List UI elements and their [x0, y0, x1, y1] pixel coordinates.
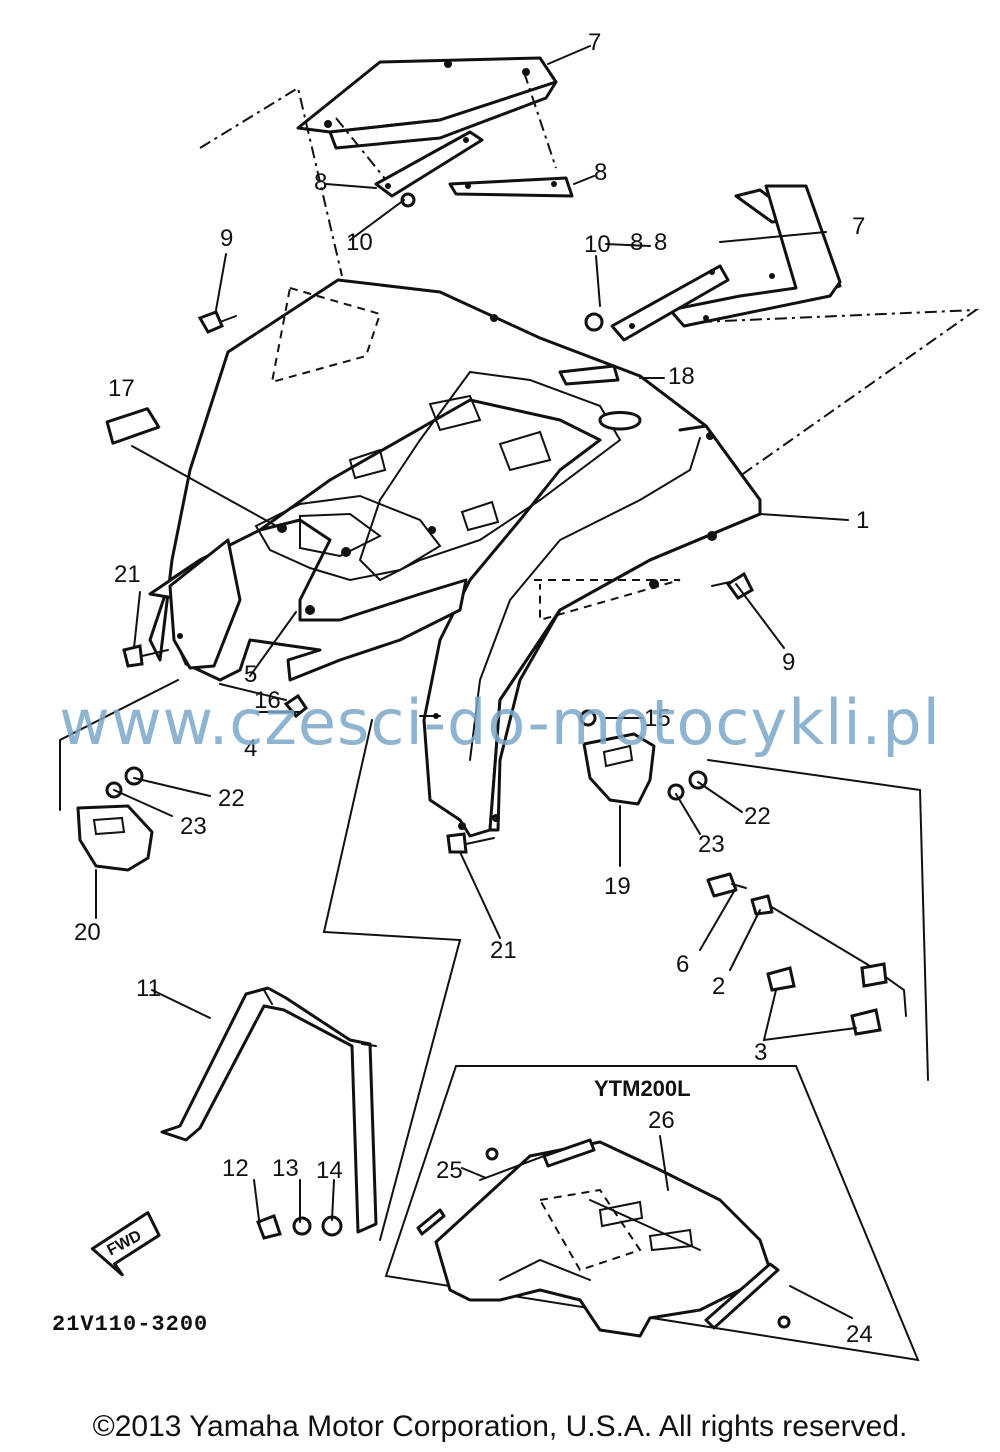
callout-22-left: 22 — [218, 785, 245, 812]
grab-bar — [160, 986, 378, 1234]
callout-24: 24 — [846, 1321, 873, 1348]
callout-22-right: 22 — [744, 803, 771, 830]
bolt-12 — [256, 1214, 282, 1240]
callout-21-bottom: 21 — [490, 937, 517, 964]
nut-10-top — [400, 192, 416, 208]
fastener-15 — [579, 709, 597, 727]
clamp-3b — [850, 1008, 882, 1036]
callout-17: 17 — [108, 375, 135, 402]
callout-26: 26 — [648, 1107, 675, 1134]
fwd-arrow: FWD — [90, 1211, 161, 1277]
callout-7-right: 7 — [852, 213, 865, 240]
callout-23-left: 23 — [180, 813, 207, 840]
wire-connector-6 — [706, 872, 747, 898]
callout-2: 2 — [712, 973, 725, 1000]
variant-label: YTM200L — [594, 1076, 691, 1101]
callout-10-right: 10 — [584, 231, 611, 258]
leader-17 — [131, 445, 281, 529]
callout-5: 5 — [244, 661, 257, 688]
callout-10-top: 10 — [346, 229, 373, 256]
leader-bolt-9-right — [534, 579, 681, 622]
right-carrier-bracket — [668, 184, 842, 328]
callout-14: 14 — [316, 1157, 343, 1184]
callout-20: 20 — [74, 919, 101, 946]
ytm200l-inset — [384, 1065, 920, 1362]
callout-15: 15 — [644, 705, 671, 732]
top-carrier-bracket — [296, 56, 558, 150]
leader-top-holes — [335, 71, 557, 181]
callout-8-right-b: 8 — [654, 229, 667, 256]
bolt-9-left — [197, 310, 237, 334]
callout-6: 6 — [676, 951, 689, 978]
clamp-3a — [766, 966, 796, 992]
callout-3: 3 — [754, 1039, 767, 1066]
bolt-9-right — [711, 571, 754, 600]
top-bracket-plate-left — [374, 130, 484, 198]
copyright-notice: ©2013 Yamaha Motor Corporation, U.S.A. A… — [92, 1410, 908, 1443]
callout-8-top-right: 8 — [594, 159, 607, 186]
callout-9-right: 9 — [782, 649, 795, 676]
washer-13 — [292, 1216, 312, 1236]
callout-18: 18 — [668, 363, 695, 390]
callout-12: 12 — [222, 1155, 249, 1182]
part-code: 21V110-3200 — [52, 1312, 208, 1337]
callout-7-top: 7 — [588, 29, 601, 56]
washer-23-right — [667, 783, 685, 801]
fender-reflector-strip-18 — [558, 364, 620, 386]
callout-9-left: 9 — [220, 225, 233, 252]
callout-13: 13 — [272, 1155, 299, 1182]
leader-frame-bottom — [322, 719, 462, 1241]
nut-22-left — [124, 766, 144, 786]
label-17 — [105, 407, 161, 445]
callout-1: 1 — [856, 507, 869, 534]
leader-frame-right — [707, 759, 929, 1081]
license-plate-bracket-5 — [168, 538, 242, 670]
leader-16 — [219, 683, 287, 701]
callout-25: 25 — [436, 1157, 463, 1184]
callout-23-right: 23 — [698, 831, 725, 858]
leader-top-bracket — [199, 86, 343, 277]
callout-21-left: 21 — [114, 561, 141, 588]
reflector-cover-20 — [76, 804, 154, 872]
bolt-21-bottom — [446, 832, 495, 854]
callout-11: 11 — [136, 975, 161, 1002]
callout-8-right: 8 — [630, 229, 643, 256]
leader-right-bracket — [699, 308, 980, 477]
top-bracket-plate-right — [448, 176, 574, 198]
clamp-3c — [860, 962, 888, 988]
right-bracket-plate — [610, 264, 730, 342]
callout-8-top-left: 8 — [314, 169, 327, 196]
watermark: www.czesci-do-motocykli.pl — [59, 686, 941, 759]
callout-4: 4 — [244, 735, 257, 762]
leader-frame-left — [59, 679, 179, 811]
callout-19: 19 — [604, 873, 631, 900]
nut-10-right — [584, 312, 604, 332]
reflector-cover-19 — [582, 732, 656, 806]
callout-16: 16 — [254, 687, 281, 714]
